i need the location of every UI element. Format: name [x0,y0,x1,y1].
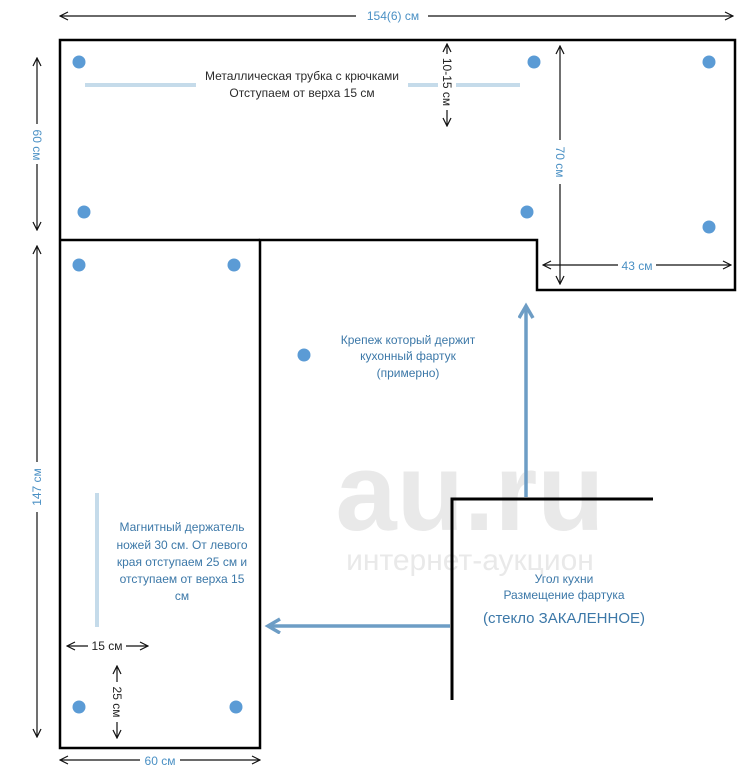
dim-label-bg [140,752,180,768]
mount-dot [702,220,716,234]
note-corner-line1: Угол кухни [535,572,594,586]
dim-label-bg [438,54,456,110]
watermark-text: интернет-аукцион [346,544,594,577]
note-mount-line3: (примерно) [377,366,440,380]
kitchen-corner [450,497,653,700]
mount-dot [229,700,243,714]
dim-knife-left-offset: 15 см [92,639,123,653]
note-knife-line5: см [175,589,189,603]
apron-outline [58,38,737,750]
dim-label-bg [28,124,46,164]
mount-dot [527,55,541,69]
note-knife-line3: края отступаем 25 см и [117,555,247,569]
mount-dot [702,55,716,69]
dim-knife-bottom-offset: 25 см [110,687,124,718]
mount-dots [72,55,716,714]
mount-dot [227,258,241,272]
dim-label-bg [88,638,126,654]
dim-left-column-height: 147 см [30,468,44,506]
dim-tube-offset: 10-15 см [440,58,454,106]
dim-label-bg [551,140,569,184]
note-mount-line2: кухонный фартук [360,349,456,363]
dim-bottom-width: 60 см [145,754,176,768]
note-knife-line2: ножей 30 см. От левого [116,538,247,552]
dim-left-top-height: 60 см [30,130,44,161]
watermark-logo: au.ru [336,431,605,554]
mount-dot [72,700,86,714]
dim-label-bg [618,257,656,273]
note-corner-line3: (стекло ЗАКАЛЕННОЕ) [483,610,645,627]
mount-dot [72,258,86,272]
mount-dot [77,205,91,219]
note-tube-line1: Металлическая трубка с крючками [205,69,399,83]
dim-right-block-width: 43 см [622,259,653,273]
note-knife-line4: отступаем от верха 15 [120,572,245,586]
mount-dot [72,55,86,69]
dim-label-bg [28,462,46,512]
note-bg [196,68,408,102]
note-knife-line1: Магнитный держатель [120,520,245,534]
note-corner-line2: Размещение фартука [503,588,624,602]
mount-dot [520,205,534,219]
dim-top-width: 154(6) см [367,9,419,23]
dim-right-block-height: 70 см [553,147,567,178]
note-tube-line2: Отступаем от верха 15 см [229,86,374,100]
dim-label-bg [356,8,428,24]
mount-dot [297,348,311,362]
dim-label-bg [108,682,126,722]
note-mount-line1: Крепеж который держит [341,333,476,347]
